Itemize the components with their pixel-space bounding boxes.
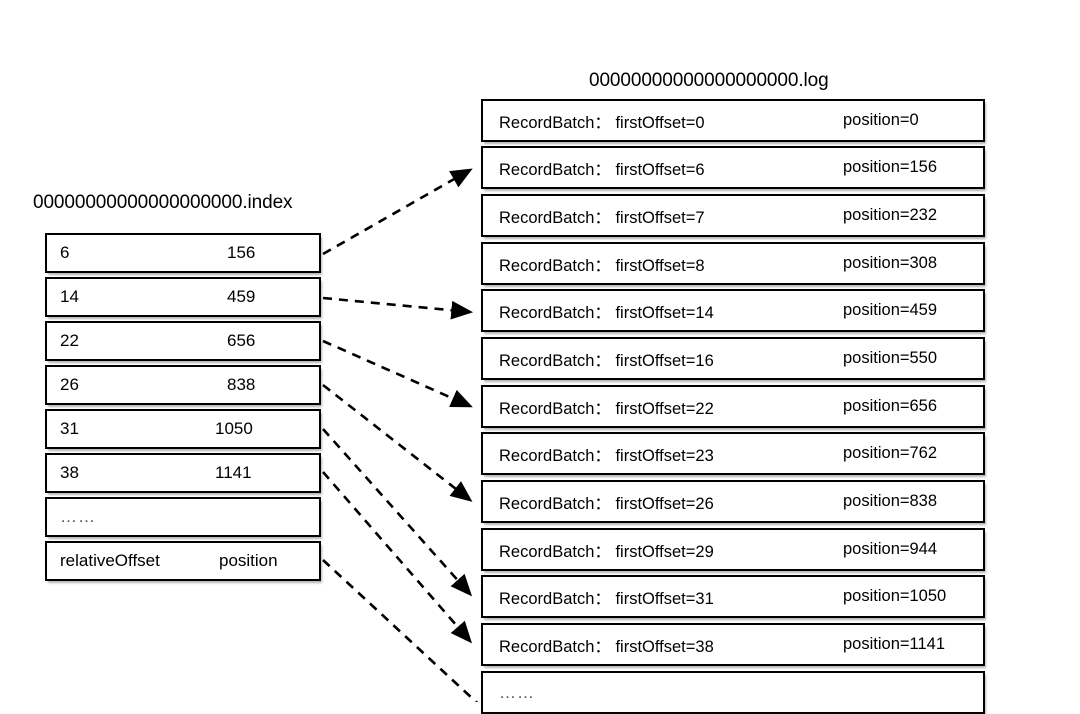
table-row[interactable]: 14 459 [45,277,321,317]
record-batch-label: RecordBatch： firstOffset=16 [499,351,714,370]
table-row[interactable]: RecordBatch： firstOffset=31 position=105… [481,575,985,618]
table-row[interactable]: RecordBatch： firstOffset=29 position=944 [481,528,985,571]
index-relative-offset: 14 [60,287,79,306]
table-row[interactable]: 22 656 [45,321,321,361]
table-row-ellipsis: …… [45,497,321,537]
record-batch-label: RecordBatch： firstOffset=22 [499,399,714,418]
log-ellipsis: …… [499,682,535,702]
record-batch-position: position=838 [843,492,938,510]
index-position: 459 [227,287,256,306]
log-table: RecordBatch： firstOffset=0 position=0 Re… [481,99,985,714]
record-batch-label: RecordBatch： firstOffset=8 [499,256,705,275]
table-row[interactable]: RecordBatch： firstOffset=23 position=762 [481,432,985,475]
index-position: 156 [227,243,256,262]
index-table: 6 156 14 459 22 656 26 838 31 1050 38 11… [45,233,321,585]
record-batch-position: position=762 [843,444,938,462]
index-relative-offset: 31 [60,419,79,438]
arrow-offset-38 [322,471,473,644]
index-relative-offset: 38 [60,463,79,482]
table-row[interactable]: RecordBatch： firstOffset=14 position=459 [481,289,985,332]
table-row[interactable]: 38 1141 [45,453,321,493]
record-batch-position: position=459 [843,301,938,319]
arrow-offset-overflow [322,559,479,702]
table-row[interactable]: RecordBatch： firstOffset=26 position=838 [481,480,985,523]
table-row[interactable]: 31 1050 [45,409,321,449]
record-batch-label: RecordBatch： firstOffset=7 [499,208,705,227]
record-batch-position: position=308 [843,254,938,272]
table-row[interactable]: RecordBatch： firstOffset=8 position=308 [481,242,985,285]
record-batch-position: position=550 [843,349,938,367]
log-file-title: 00000000000000000000.log [589,70,829,91]
record-batch-position: position=944 [843,540,938,558]
index-relative-offset: 26 [60,375,79,394]
index-file-title: 00000000000000000000.index [33,192,293,213]
table-row-ellipsis: …… [481,671,985,714]
index-relative-offset: 22 [60,331,79,350]
index-position: 1141 [215,463,252,482]
record-batch-label: RecordBatch： firstOffset=31 [499,589,714,608]
record-batch-position: position=232 [843,206,938,224]
table-row[interactable]: RecordBatch： firstOffset=16 position=550 [481,337,985,380]
record-batch-label: RecordBatch： firstOffset=23 [499,446,714,465]
index-column-header-relative-offset: relativeOffset [60,551,160,570]
record-batch-label: RecordBatch： firstOffset=6 [499,160,705,179]
arrow-offset-31 [322,428,473,597]
arrow-offset-26 [322,383,473,502]
record-batch-label: RecordBatch： firstOffset=29 [499,542,714,561]
table-row[interactable]: RecordBatch： firstOffset=6 position=156 [481,146,985,189]
record-batch-position: position=0 [843,111,919,129]
arrow-offset-6 [322,168,473,256]
table-row[interactable]: RecordBatch： firstOffset=38 position=114… [481,623,985,666]
index-position: 838 [227,375,256,394]
record-batch-position: position=1141 [843,635,945,653]
table-row[interactable]: RecordBatch： firstOffset=7 position=232 [481,194,985,237]
table-row[interactable]: RecordBatch： firstOffset=0 position=0 [481,99,985,142]
record-batch-position: position=1050 [843,587,947,605]
table-row[interactable]: 6 156 [45,233,321,273]
index-relative-offset: 6 [60,243,70,262]
table-row[interactable]: RecordBatch： firstOffset=22 position=656 [481,385,985,428]
index-column-header-row: relativeOffset position [45,541,321,581]
index-column-header-position: position [219,551,278,570]
record-batch-position: position=156 [843,158,938,176]
arrow-offset-22 [322,339,473,408]
record-batch-label: RecordBatch： firstOffset=26 [499,494,714,513]
record-batch-label: RecordBatch： firstOffset=14 [499,303,714,322]
index-position: 1050 [215,419,253,438]
index-position: 656 [227,331,256,350]
record-batch-position: position=656 [843,397,938,415]
index-ellipsis: …… [60,507,96,526]
table-row[interactable]: 26 838 [45,365,321,405]
record-batch-label: RecordBatch： firstOffset=38 [499,637,714,656]
arrow-offset-14 [322,296,474,320]
record-batch-label: RecordBatch： firstOffset=0 [499,113,705,132]
